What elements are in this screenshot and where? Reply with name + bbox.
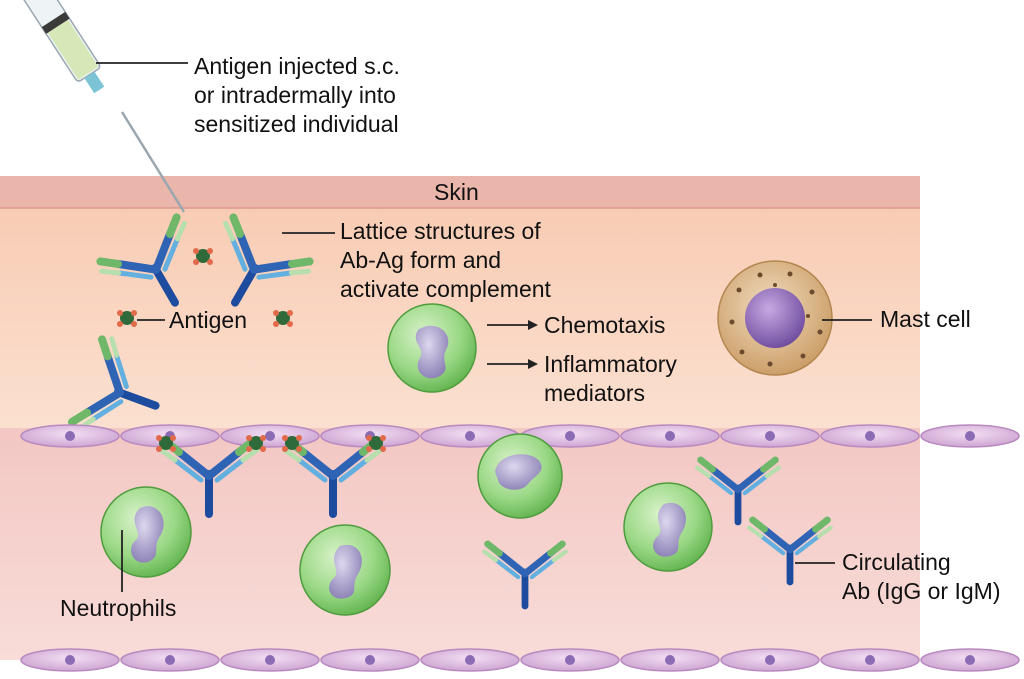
endothelial-cell [820, 648, 920, 672]
endothelial-cell [720, 424, 820, 448]
endothelial-cell [220, 424, 320, 448]
endothelial-cell [20, 648, 120, 672]
endothelial-cell [920, 424, 1020, 448]
antigen-injected-line-2: or intradermally into [194, 82, 396, 108]
antigen-injected-line-1: Antigen injected s.c. [194, 53, 400, 79]
endothelial-cell [620, 648, 720, 672]
inflammatory-label: Inflammatory mediators [544, 350, 677, 408]
neutrophil-icon [299, 524, 391, 616]
endothelial-cell [220, 648, 320, 672]
inflammatory-line-2: mediators [544, 380, 645, 406]
lattice-line-1: Lattice structures of [340, 218, 541, 244]
antigen-injected-line-3: sensitized individual [194, 111, 399, 137]
skin-label: Skin [434, 179, 479, 205]
neutrophil-icon [623, 482, 713, 572]
endothelial-cell [620, 424, 720, 448]
endothelial-cell [820, 424, 920, 448]
endothelial-cell [420, 648, 520, 672]
lattice-line-2: Ab-Ag form and [340, 247, 502, 273]
neutrophil-icon [477, 433, 563, 519]
antigen-label: Antigen [169, 307, 248, 333]
neutrophils-label: Neutrophils [60, 595, 177, 621]
circulating-line-1: Circulating [842, 549, 951, 575]
chemotaxis-label: Chemotaxis [544, 312, 666, 338]
endothelial-cell [320, 648, 420, 672]
endothelial-cell [120, 648, 220, 672]
antigen-injected-label: Antigen injected s.c. or intradermally i… [194, 52, 400, 139]
endothelial-cell [720, 648, 820, 672]
syringe-icon [18, 0, 186, 213]
endothelial-cell [920, 648, 1020, 672]
endothelial-cell [520, 648, 620, 672]
tissue-neutrophil-icon [387, 303, 477, 393]
mast-cell-icon [717, 260, 833, 376]
mast-cell-label: Mast cell [880, 306, 971, 332]
skin-band [0, 176, 920, 208]
endothelial-cell [20, 424, 120, 448]
circulating-line-2: Ab (IgG or IgM) [842, 578, 1001, 604]
circulating-label: Circulating Ab (IgG or IgM) [842, 548, 1000, 606]
arrow-icon [487, 320, 538, 369]
lattice-label: Lattice structures of Ab-Ag form and act… [340, 217, 551, 304]
inflammatory-line-1: Inflammatory [544, 351, 677, 377]
neutrophil-icon [100, 486, 192, 578]
lattice-line-3: activate complement [340, 276, 551, 302]
